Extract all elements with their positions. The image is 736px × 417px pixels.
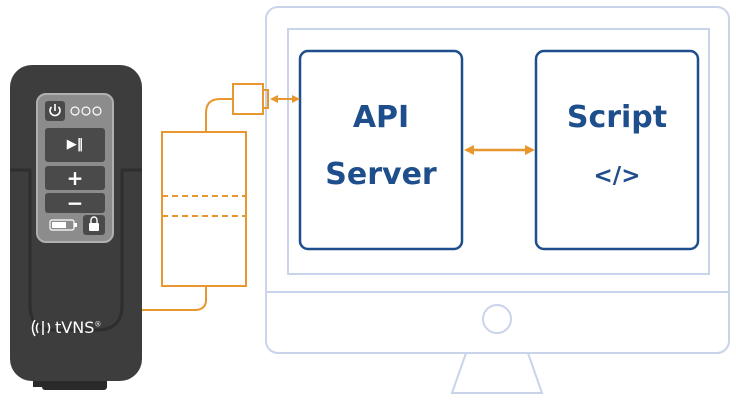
tvns-device xyxy=(10,65,142,390)
cable-upper xyxy=(205,98,233,132)
cable-lower xyxy=(142,286,207,311)
monitor-screen xyxy=(287,28,710,275)
device-brand: tVNS® xyxy=(55,318,101,337)
cable-sleeve xyxy=(161,131,247,287)
minus-icon: − xyxy=(66,191,84,215)
lock-icon xyxy=(89,216,99,231)
monitor-stand xyxy=(450,352,544,394)
minus-button xyxy=(45,193,105,213)
registered-mark: ® xyxy=(94,320,102,329)
monitor-power-button xyxy=(482,304,512,334)
plus-button xyxy=(45,166,105,190)
api-server-label-line1: API xyxy=(352,100,410,135)
script-label-line2: </> xyxy=(593,163,641,189)
api-server-box xyxy=(298,49,464,251)
double-arrow-icon xyxy=(464,145,535,155)
double-arrow-icon xyxy=(270,95,300,103)
usb-plug xyxy=(232,83,264,115)
script-box xyxy=(534,49,700,251)
play-pause-button xyxy=(45,128,105,162)
plus-icon: + xyxy=(66,166,84,190)
sound-waves-icon xyxy=(31,319,51,337)
battery-icon xyxy=(49,219,77,231)
device-brand-name: tVNS xyxy=(55,318,95,337)
power-icon xyxy=(49,104,61,117)
api-server-label-line2: Server xyxy=(325,157,437,192)
usb-plug-tip xyxy=(262,89,269,109)
status-lights-icon xyxy=(70,106,102,116)
monitor-frame xyxy=(265,6,730,354)
monitor xyxy=(265,6,730,394)
script-label-line1: Script xyxy=(566,100,668,135)
play-pause-icon: ▶‖ xyxy=(66,137,84,152)
device-clip xyxy=(10,168,142,332)
usb-cable xyxy=(142,83,269,311)
